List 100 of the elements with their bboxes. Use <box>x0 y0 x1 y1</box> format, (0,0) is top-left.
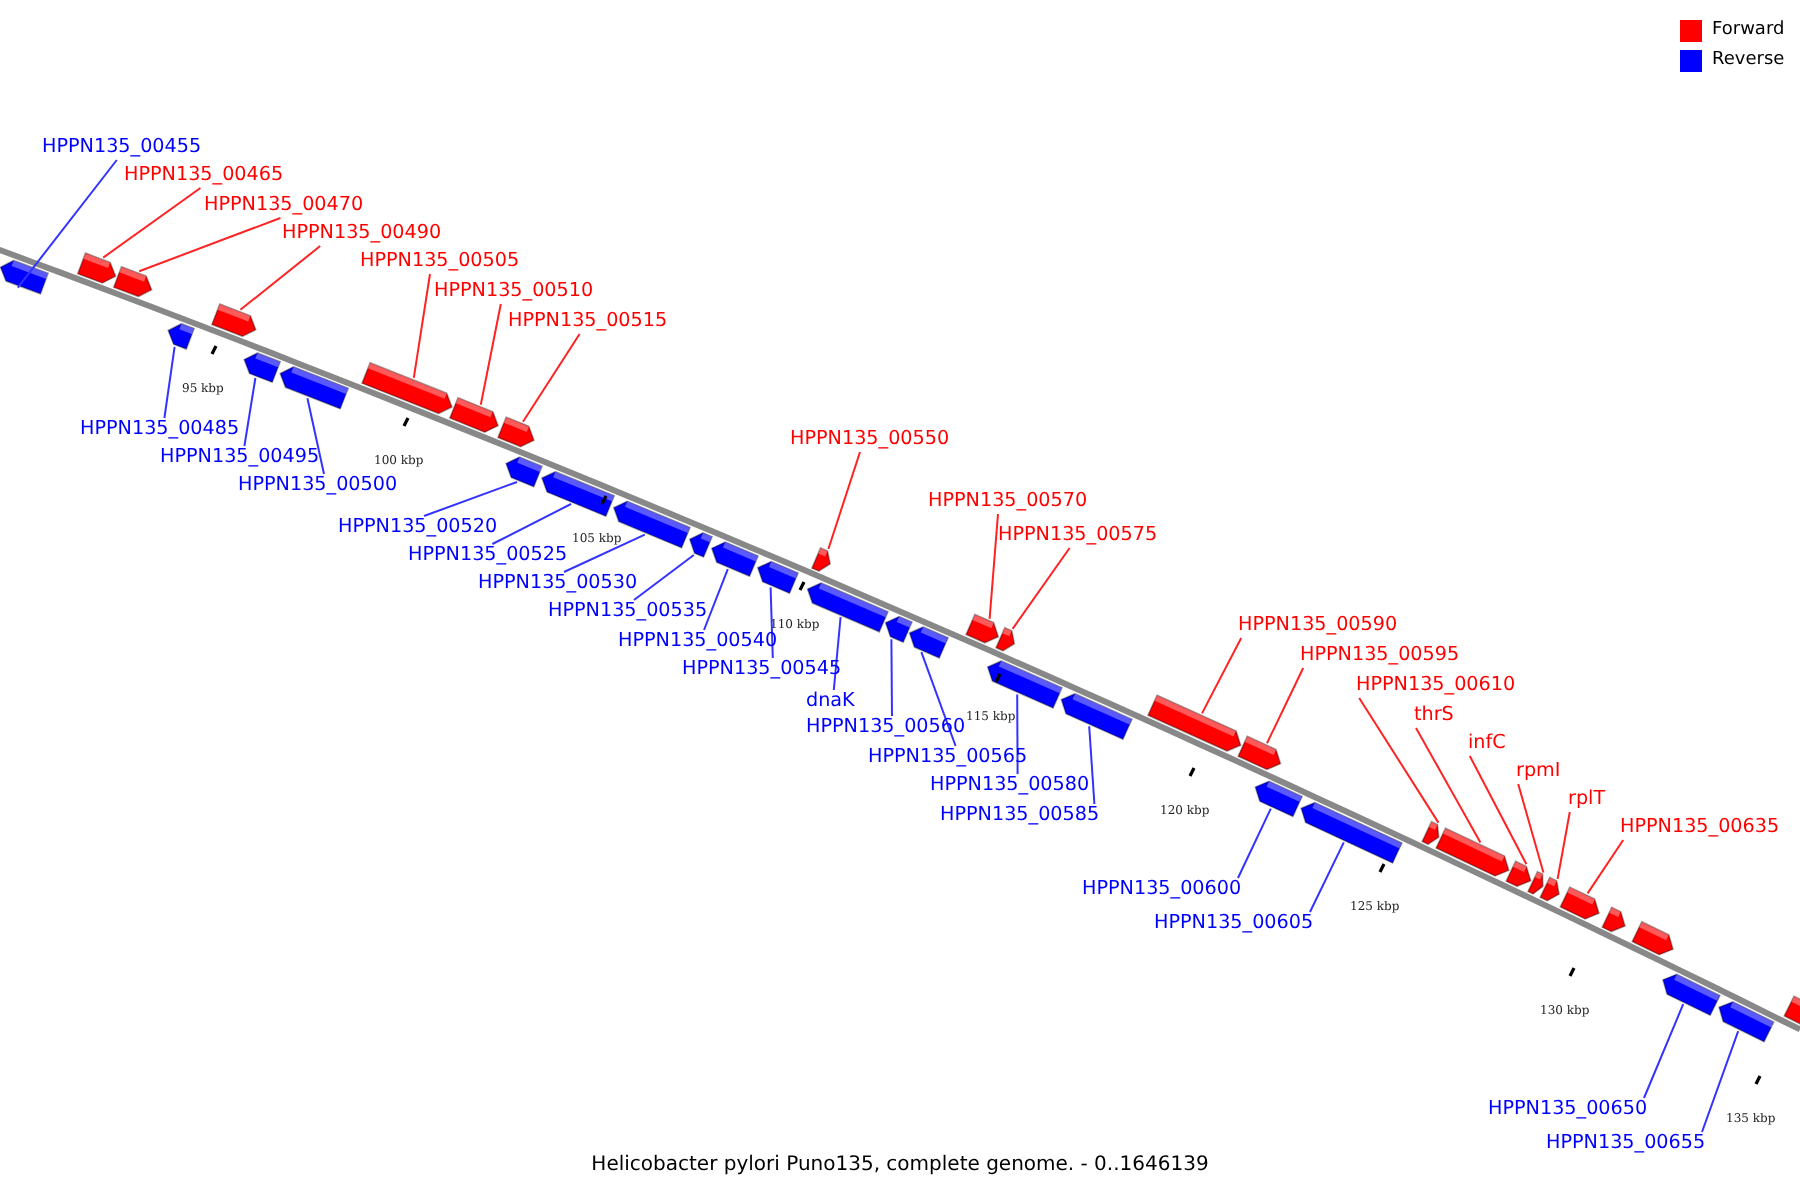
gene-block <box>1601 906 1626 933</box>
gene-label: HPPN135_00500 <box>238 474 398 498</box>
leader-line <box>163 345 176 419</box>
gene-label: HPPN135_00605 <box>1154 912 1314 936</box>
gene-label: rpmI <box>1516 760 1561 784</box>
gene-block <box>1559 886 1600 920</box>
gene-label: HPPN135_00455 <box>42 136 202 160</box>
leader-line <box>243 377 257 447</box>
gene-block <box>1718 1001 1775 1043</box>
leader-line <box>1237 807 1272 879</box>
gene-label: HPPN135_00575 <box>998 524 1158 548</box>
leader-line <box>102 187 202 259</box>
gene-block <box>810 546 832 573</box>
gene-block <box>1783 995 1800 1026</box>
gene-label: HPPN135_00505 <box>360 250 520 274</box>
gene-label: HPPN135_00590 <box>1238 614 1398 638</box>
gene-block <box>756 560 800 595</box>
legend-label: Forward <box>1712 20 1785 42</box>
gene-block <box>1526 870 1544 895</box>
gene-block <box>1539 876 1560 902</box>
leader-line <box>138 217 282 273</box>
gene-label: HPPN135_00650 <box>1488 1098 1648 1122</box>
leader-line <box>633 554 695 601</box>
leader-line <box>988 513 999 620</box>
leader-line <box>832 616 842 691</box>
gene-block <box>1661 973 1721 1017</box>
leader-line <box>1517 783 1545 874</box>
gene-label: HPPN135_00535 <box>548 600 708 624</box>
gene-block <box>1237 735 1282 771</box>
leader-line <box>1586 839 1625 895</box>
gene-label: HPPN135_00525 <box>408 544 568 568</box>
gene-label: HPPN135_00610 <box>1356 674 1516 698</box>
gene-label: HPPN135_00580 <box>930 774 1090 798</box>
gene-label: HPPN135_00530 <box>478 572 638 596</box>
leader-line <box>1309 841 1345 913</box>
leader-line <box>1701 1030 1740 1133</box>
gene-label: HPPN135_00490 <box>282 222 442 246</box>
leader-line <box>920 651 957 747</box>
gene-block <box>243 352 282 384</box>
gene-block <box>1421 820 1440 846</box>
gene-block <box>884 615 914 644</box>
gene-block <box>448 396 500 434</box>
gene-label: thrS <box>1414 704 1454 728</box>
gene-block <box>76 252 117 284</box>
leader-line <box>239 245 322 311</box>
leader-line <box>1643 1003 1685 1099</box>
gene-label: HPPN135_00655 <box>1546 1132 1706 1156</box>
gene-block <box>0 259 50 295</box>
leader-line <box>1358 697 1440 824</box>
gene-label: HPPN135_00570 <box>928 490 1088 514</box>
gene-block <box>360 361 453 415</box>
gene-label: HPPN135_00510 <box>434 280 594 304</box>
leader-line <box>703 568 729 631</box>
gene-label: HPPN135_00635 <box>1620 816 1780 840</box>
gene-block <box>710 541 760 578</box>
leader-line <box>522 333 581 423</box>
gene-block <box>112 265 153 298</box>
leader-line <box>1201 637 1243 715</box>
gene-block <box>908 626 950 659</box>
gene-label: HPPN135_00515 <box>508 310 668 334</box>
caption: Helicobacter pylori Puno135, complete genome. - 0..1646139 <box>591 1154 1209 1176</box>
leader-line <box>1266 667 1305 745</box>
gene-label: infC <box>1468 732 1506 756</box>
gene-label: HPPN135_00585 <box>940 804 1100 828</box>
gene-block <box>210 303 257 338</box>
gene-block <box>1060 692 1133 741</box>
gene-block <box>1505 860 1532 888</box>
leader-line <box>16 159 118 289</box>
leader-line <box>306 397 325 475</box>
gene-block <box>994 626 1016 652</box>
gene-block <box>505 456 544 488</box>
leader-line <box>423 481 518 517</box>
leader-line <box>827 451 861 550</box>
leader-line <box>1016 693 1019 775</box>
gene-block <box>1254 780 1304 818</box>
gene-label: HPPN135_00485 <box>80 418 240 442</box>
gene-block <box>279 365 350 410</box>
gene-label: HPPN135_00600 <box>1082 878 1242 902</box>
leader-line <box>563 533 646 573</box>
gene-block <box>965 613 1000 644</box>
gene-label: HPPN135_00550 <box>790 428 950 452</box>
gene-block <box>1435 827 1510 877</box>
legend-label: Reverse <box>1712 50 1785 72</box>
gene-block <box>986 660 1064 709</box>
gene-label: HPPN135_00595 <box>1300 644 1460 668</box>
leader-line <box>491 503 572 545</box>
leader-line <box>890 638 893 717</box>
gene-label: HPPN135_00495 <box>160 446 320 470</box>
gene-block <box>540 470 616 518</box>
gene-label: HPPN135_00470 <box>204 194 364 218</box>
leader-line <box>479 303 502 406</box>
gene-block <box>1146 694 1242 752</box>
gene-block <box>496 416 535 448</box>
gene-block <box>688 532 714 558</box>
leader-line <box>412 273 431 379</box>
gene-block <box>167 322 196 351</box>
gene-label: HPPN135_00465 <box>124 164 284 188</box>
leader-line <box>1415 727 1482 844</box>
gene-label: HPPN135_00520 <box>338 516 498 540</box>
leader-line <box>1468 755 1528 866</box>
